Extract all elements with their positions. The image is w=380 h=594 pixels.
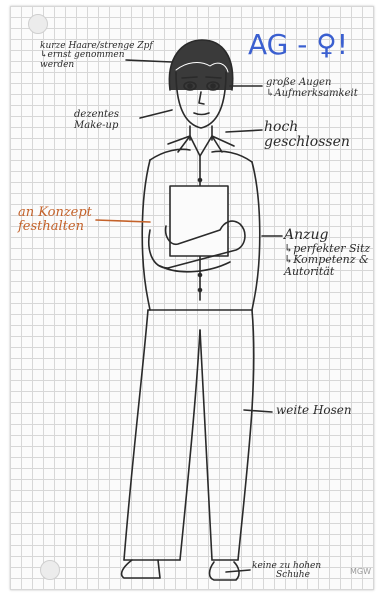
annotation-collar: hoch geschlossen	[264, 120, 350, 149]
annotation-makeup-line1: dezentes	[74, 110, 119, 121]
annotation-concept-line1: an Konzept	[18, 206, 92, 220]
watermark-logo: MGW	[350, 568, 371, 576]
annotation-shoes: keine zu hohen Schuhe	[252, 562, 321, 581]
annotation-eyes-line2: ↳Aufmerksamkeit	[266, 89, 358, 100]
annotation-collar-line2: geschlossen	[264, 135, 350, 150]
annotation-pants: weite Hosen	[276, 404, 352, 417]
annotation-hair-line3: werden	[40, 61, 153, 70]
annotation-eyes-line1: große Augen	[266, 78, 358, 89]
annotation-suit-line4: Autorität	[284, 266, 370, 278]
annotation-hair: kurze Haare/strenge Zpf ↳ernst genommen …	[40, 42, 153, 70]
annotation-makeup: dezentes Make-up	[74, 110, 119, 131]
annotation-suit-line1: Anzug	[284, 228, 370, 243]
annotation-concept: an Konzept festhalten	[18, 206, 92, 233]
annotation-shoes-line2: Schuhe	[252, 571, 321, 580]
annotation-concept-line2: festhalten	[18, 220, 92, 234]
annotation-title: AG - ♀!	[248, 30, 348, 59]
annotation-makeup-line2: Make-up	[74, 121, 119, 132]
annotation-suit: Anzug ↳perfekter Sitz ↳Kompetenz & Autor…	[284, 228, 370, 277]
annotation-eyes: große Augen ↳Aufmerksamkeit	[266, 78, 358, 99]
annotation-collar-line1: hoch	[264, 120, 350, 135]
